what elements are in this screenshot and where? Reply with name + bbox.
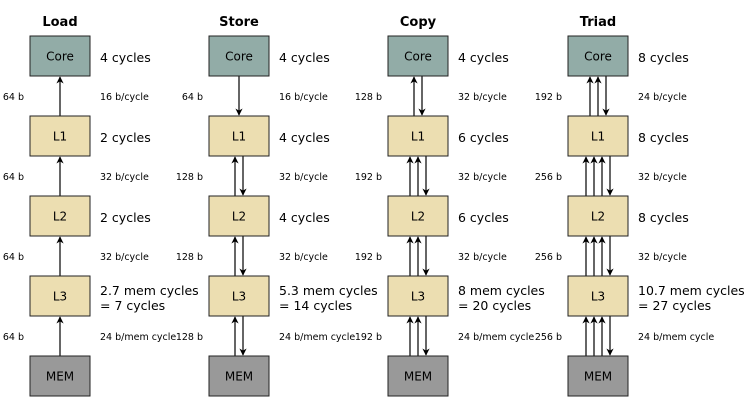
l2-label: L2 (591, 210, 605, 224)
link-bandwidth-label: 24 b/mem cycle (638, 332, 714, 343)
link-width-label: 192 b (535, 92, 562, 103)
link-width-label: 64 b (3, 92, 24, 103)
l2-label: L2 (232, 210, 246, 224)
column-title: Load (42, 15, 77, 30)
l3-box (29, 275, 91, 317)
core-label: Core (225, 50, 253, 64)
l1-label: L1 (411, 130, 425, 144)
mem-label: MEM (46, 370, 74, 384)
cycles-label: = 27 cycles (638, 298, 711, 313)
l3-label: L3 (591, 290, 605, 304)
core-label: Core (584, 50, 612, 64)
link-bandwidth-label: 32 b/cycle (638, 252, 687, 263)
cycles-label: 2 cycles (100, 130, 151, 145)
link-bandwidth-label: 16 b/cycle (100, 92, 149, 103)
l1-box (29, 115, 91, 157)
link-bandwidth-label: 24 b/mem cycle (458, 332, 534, 343)
link-width-label: 64 b (182, 92, 203, 103)
l1-label: L1 (232, 130, 246, 144)
cycles-label: 6 cycles (458, 130, 509, 145)
mem-box (567, 355, 629, 397)
l2-box (29, 195, 91, 237)
mem-label: MEM (225, 370, 253, 384)
link-bandwidth-label: 16 b/cycle (279, 92, 328, 103)
link-width-label: 128 b (176, 172, 203, 183)
l1-label: L1 (591, 130, 605, 144)
core-box (208, 35, 270, 77)
link-bandwidth-label: 24 b/mem cycle (279, 332, 355, 343)
link-bandwidth-label: 32 b/cycle (458, 172, 507, 183)
link-bandwidth-label: 24 b/mem cycle (100, 332, 176, 343)
mem-label: MEM (404, 370, 432, 384)
core-label: Core (46, 50, 74, 64)
link-width-label: 192 b (355, 252, 382, 263)
cycles-label: 2 cycles (100, 210, 151, 225)
l1-box (208, 115, 270, 157)
cycles-label: 5.3 mem cycles (279, 283, 378, 298)
cycles-label: 2.7 mem cycles (100, 283, 199, 298)
l3-label: L3 (232, 290, 246, 304)
column-title: Triad (580, 15, 616, 30)
cycles-label: 8 mem cycles (458, 283, 545, 298)
link-width-label: 128 b (176, 332, 203, 343)
mem-box (208, 355, 270, 397)
link-bandwidth-label: 32 b/cycle (100, 172, 149, 183)
mem-box (387, 355, 449, 397)
core-box (29, 35, 91, 77)
link-width-label: 128 b (355, 92, 382, 103)
cycles-label: 8 cycles (638, 130, 689, 145)
cycles-label: 4 cycles (100, 50, 151, 65)
link-width-label: 256 b (535, 252, 562, 263)
l1-box (387, 115, 449, 157)
cycles-label: 10.7 mem cycles (638, 283, 745, 298)
link-bandwidth-label: 24 b/cycle (638, 92, 687, 103)
l3-box (208, 275, 270, 317)
l3-box (387, 275, 449, 317)
l2-box (208, 195, 270, 237)
cycles-label: = 20 cycles (458, 298, 531, 313)
mem-box (29, 355, 91, 397)
link-width-label: 128 b (176, 252, 203, 263)
link-width-label: 256 b (535, 172, 562, 183)
cycles-label: 8 cycles (638, 210, 689, 225)
cycles-label: 6 cycles (458, 210, 509, 225)
core-label: Core (404, 50, 432, 64)
l3-box (567, 275, 629, 317)
l1-box (567, 115, 629, 157)
l1-label: L1 (53, 130, 67, 144)
l2-box (387, 195, 449, 237)
link-bandwidth-label: 32 b/cycle (279, 252, 328, 263)
l3-label: L3 (411, 290, 425, 304)
l3-label: L3 (53, 290, 67, 304)
link-width-label: 192 b (355, 332, 382, 343)
column-title: Copy (400, 15, 437, 30)
mem-label: MEM (584, 370, 612, 384)
cycles-label: 4 cycles (279, 210, 330, 225)
link-width-label: 192 b (355, 172, 382, 183)
cycles-label: = 7 cycles (100, 298, 165, 313)
link-width-label: 64 b (3, 172, 24, 183)
core-box (567, 35, 629, 77)
column-title: Store (219, 15, 259, 30)
link-bandwidth-label: 32 b/cycle (100, 252, 149, 263)
link-bandwidth-label: 32 b/cycle (279, 172, 328, 183)
link-width-label: 64 b (3, 332, 24, 343)
core-box (387, 35, 449, 77)
cycles-label: = 14 cycles (279, 298, 352, 313)
cycles-label: 8 cycles (638, 50, 689, 65)
cycles-label: 4 cycles (279, 130, 330, 145)
link-bandwidth-label: 32 b/cycle (458, 252, 507, 263)
link-width-label: 256 b (535, 332, 562, 343)
link-width-label: 64 b (3, 252, 24, 263)
l2-label: L2 (53, 210, 67, 224)
l2-label: L2 (411, 210, 425, 224)
l2-box (567, 195, 629, 237)
cycles-label: 4 cycles (458, 50, 509, 65)
link-bandwidth-label: 32 b/cycle (638, 172, 687, 183)
cycles-label: 4 cycles (279, 50, 330, 65)
link-bandwidth-label: 32 b/cycle (458, 92, 507, 103)
